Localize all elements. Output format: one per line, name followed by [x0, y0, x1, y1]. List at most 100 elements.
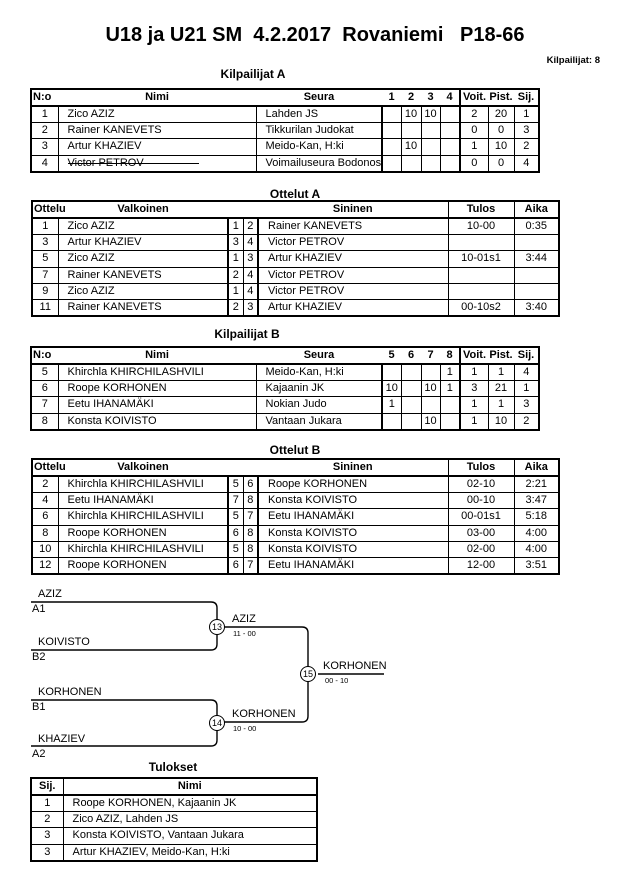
score-cell — [381, 122, 402, 140]
table-row: 1 Roope KORHONEN, Kajaanin JK — [30, 794, 318, 813]
col-white-no — [228, 459, 243, 477]
col-points: Pist. — [488, 347, 514, 365]
club-cell: Voimailuseura Bodonos — [255, 154, 383, 173]
col-points: Pist. — [488, 89, 514, 107]
col-m6: 6 — [401, 347, 421, 365]
result-cell: 02-00 — [447, 540, 515, 558]
col-blue: Sininen — [258, 201, 448, 219]
pool-a-heading: Kilpailijat A — [220, 67, 286, 81]
blue-no-cell: 3 — [242, 250, 259, 268]
table-row: 4 Eetu IHANAMÄKI 7 8 Konsta KOIVISTO 00-… — [31, 492, 560, 510]
place-cell: 3 — [30, 827, 64, 845]
match-no-cell: 6 — [31, 508, 59, 526]
white-no-cell: 5 — [227, 508, 244, 526]
match-no-cell: 5 — [31, 250, 59, 268]
points-cell: 0 — [487, 154, 515, 173]
white-name-cell: Rainer KANEVETS — [57, 266, 229, 284]
table-row: 12 Roope KORHONEN 6 7 Eetu IHANAMÄKI 12-… — [31, 556, 560, 575]
white-no-cell: 1 — [227, 217, 244, 236]
score-cell: 10 — [400, 138, 422, 156]
pool-a-header-row: N:o Nimi Seura 1 2 3 4 Voit. Pist. Sij. — [31, 89, 539, 107]
table-row: 7 Eetu IHANAMÄKI Nokian Judo 1 1 1 3 — [30, 396, 540, 414]
match-14-circle: 14 — [209, 715, 225, 731]
score-cell: 1 — [381, 396, 402, 414]
club-cell: Vantaan Jukara — [255, 412, 383, 431]
time-cell: 3:44 — [513, 250, 560, 268]
name-cell: Zico AZIZ, Lahden JS — [62, 811, 318, 829]
results-header-row: Sij. Nimi — [31, 778, 317, 796]
blue-name-cell: Konsta KOIVISTO — [257, 492, 449, 510]
matches-a-table: Ottelu Valkoinen Sininen Tulos Aika 1 Zi… — [31, 200, 560, 318]
col-blue: Sininen — [258, 459, 448, 477]
bracket-seed-name: KHAZIEV — [38, 733, 86, 745]
place-cell: 2 — [513, 412, 540, 431]
place-cell: 2 — [30, 811, 64, 829]
match-no-cell: 2 — [31, 475, 59, 494]
name-cell: Victor PETROV — [57, 154, 257, 173]
score-cell — [381, 154, 402, 173]
blue-name-cell: Konsta KOIVISTO — [257, 524, 449, 542]
score-cell — [400, 380, 422, 398]
result-cell: 02-10 — [447, 475, 515, 494]
table-row: 6 Khirchla KHIRCHILASHVILI 5 7 Eetu IHAN… — [31, 508, 560, 526]
matches-b-table: Ottelu Valkoinen Sininen Tulos Aika 2 Kh… — [31, 458, 560, 576]
result-cell: 00-10 — [447, 492, 515, 510]
semifinal-2-winner: KORHONEN — [232, 708, 296, 720]
wins-cell: 1 — [459, 138, 489, 156]
points-cell: 1 — [487, 396, 515, 414]
time-cell — [513, 282, 560, 300]
blue-name-cell: Artur KHAZIEV — [257, 250, 449, 268]
table-row: 2 Khirchla KHIRCHILASHVILI 5 6 Roope KOR… — [31, 475, 560, 494]
results-table: Sij. Nimi 1 Roope KORHONEN, Kajaanin JK … — [30, 777, 318, 862]
club-cell: Lahden JS — [255, 105, 383, 124]
points-cell: 21 — [487, 380, 515, 398]
match-13-circle: 13 — [209, 619, 225, 635]
match-no-cell: 8 — [31, 524, 59, 542]
no-cell: 8 — [30, 412, 59, 431]
col-blue-no — [243, 459, 258, 477]
col-place: Sij. — [514, 347, 539, 365]
white-no-cell: 7 — [227, 492, 244, 510]
bracket-seed-name: KOIVISTO — [38, 636, 90, 648]
matches-a-header-row: Ottelu Valkoinen Sininen Tulos Aika — [32, 201, 559, 219]
white-name-cell: Zico AZIZ — [57, 217, 229, 236]
time-cell: 0:35 — [513, 217, 560, 236]
blue-name-cell: Victor PETROV — [257, 266, 449, 284]
white-name-cell: Khirchla KHIRCHILASHVILI — [57, 540, 229, 558]
wins-cell: 3 — [459, 380, 489, 398]
match-15-circle: 15 — [300, 666, 316, 682]
col-match-no: Ottelu — [32, 459, 66, 477]
table-row: 4 Victor PETROV Voimailuseura Bodonos 0 … — [30, 154, 540, 173]
blue-name-cell: Roope KORHONEN — [257, 475, 449, 494]
col-wins: Voit. — [459, 347, 488, 365]
blue-name-cell: Rainer KANEVETS — [257, 217, 449, 236]
points-cell: 1 — [487, 363, 515, 382]
white-no-cell: 5 — [227, 540, 244, 558]
match-no-cell: 11 — [31, 298, 59, 317]
table-row: 6 Roope KORHONEN Kajaanin JK 10 10 1 3 2… — [30, 380, 540, 398]
matches-b-heading: Ottelut B — [269, 443, 321, 457]
col-m4: 4 — [440, 89, 460, 107]
score-cell: 10 — [420, 412, 441, 431]
col-m3: 3 — [421, 89, 440, 107]
result-cell: 00-01s1 — [447, 508, 515, 526]
score-cell: 1 — [439, 363, 461, 382]
competitors-count: Kilpailijat: 8 — [546, 55, 600, 66]
table-row: 8 Konsta KOIVISTO Vantaan Jukara 10 1 10… — [30, 412, 540, 431]
time-cell — [513, 234, 560, 252]
col-white-no — [228, 201, 243, 219]
score-cell — [420, 138, 441, 156]
table-row: 5 Khirchla KHIRCHILASHVILI Meido-Kan, H:… — [30, 363, 540, 382]
table-row: 1 Zico AZIZ Lahden JS 10 10 2 20 1 — [30, 105, 540, 124]
blue-name-cell: Konsta KOIVISTO — [257, 540, 449, 558]
wins-cell: 1 — [459, 396, 489, 414]
score-cell — [439, 138, 461, 156]
time-cell: 5:18 — [513, 508, 560, 526]
blue-no-cell: 8 — [242, 540, 259, 558]
semifinal-1-score: 11 - 00 — [233, 629, 256, 638]
semifinal-1-winner: AZIZ — [232, 613, 256, 625]
wins-cell: 1 — [459, 363, 489, 382]
match-no-cell: 12 — [31, 556, 59, 575]
struck-name: Victor PETROV — [67, 157, 199, 169]
blue-no-cell: 6 — [242, 475, 259, 494]
